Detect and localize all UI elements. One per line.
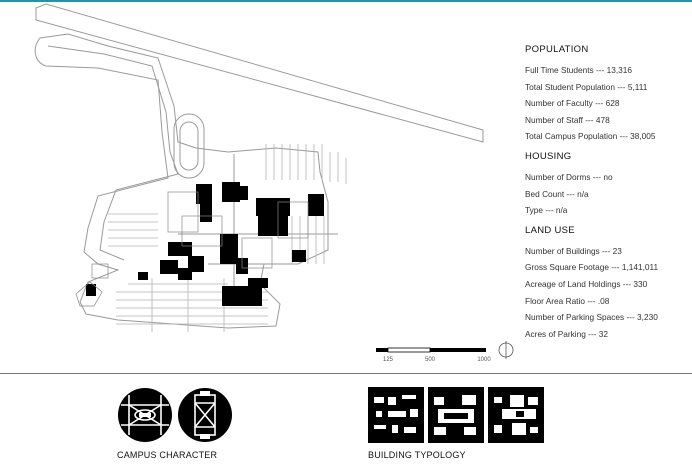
campus-site-plan [34, 3, 484, 332]
stat-line: Number of Faculty --- 628 [525, 98, 620, 109]
building-typology-tile-3 [488, 387, 544, 443]
building-typology-tile-2 [428, 387, 484, 443]
stat-line: Number of Dorms --- no [525, 171, 613, 182]
stat-line: Acres of Parking --- 32 [525, 328, 608, 339]
scale-label: 500 [425, 357, 436, 363]
building-typology-tile-1 [368, 387, 424, 443]
building-typology-caption: BUILDING TYPOLOGY [368, 450, 466, 460]
top-divider [0, 0, 692, 2]
stat-line: Full Time Students --- 13,316 [525, 65, 632, 75]
campus-character-diagram-2 [178, 388, 232, 442]
campus-character-diagrams [118, 388, 232, 442]
section-heading: POPULATION [525, 44, 589, 55]
buildings [86, 182, 324, 306]
section-heading: LAND USE [525, 224, 575, 236]
stat-line: Number of Staff --- 478 [525, 114, 610, 125]
stat-line: Acreage of Land Holdings --- 330 [525, 278, 648, 289]
track-inner [179, 121, 199, 171]
campus-inner-road [47, 45, 179, 261]
stat-line: Total Campus Population --- 38,005 [525, 131, 656, 142]
track-outer [173, 113, 205, 179]
housing-section: HOUSING Number of Dorms --- no Bed Count… [525, 151, 690, 219]
highway-road [35, 3, 484, 143]
campus-statistics: POPULATION Full Time Students --- 13,316… [525, 44, 690, 342]
scale-label: 125 [383, 357, 394, 363]
campus-character-caption: CAMPUS CHARACTER [117, 450, 218, 460]
campus-character-diagram-1 [118, 388, 172, 442]
scale-bar: 125 500 1000 [376, 341, 514, 363]
stat-line: Floor Area Ratio --- .08 [525, 295, 610, 306]
stat-line: Number of Parking Spaces --- 3,230 [525, 312, 658, 323]
building-typology-diagrams [368, 387, 544, 443]
scale-label: 1000 [477, 357, 491, 363]
stat-line: Number of Buildings --- 23 [525, 245, 622, 256]
stat-line: Total Student Population --- 5,111 [525, 81, 648, 92]
section-divider [0, 373, 692, 374]
population-section: POPULATION Full Time Students --- 13,316… [525, 44, 690, 145]
campus-perimeter-road [34, 33, 329, 329]
north-arrow-icon [498, 341, 514, 359]
land-use-section: LAND USE Number of Buildings --- 23 Gros… [525, 225, 690, 343]
stat-line: Gross Square Footage --- 1,141,011 [525, 262, 659, 273]
section-heading: HOUSING [525, 150, 572, 162]
stat-line: Bed Count --- n/a [525, 188, 589, 199]
stat-line: Type --- n/a [525, 205, 568, 216]
